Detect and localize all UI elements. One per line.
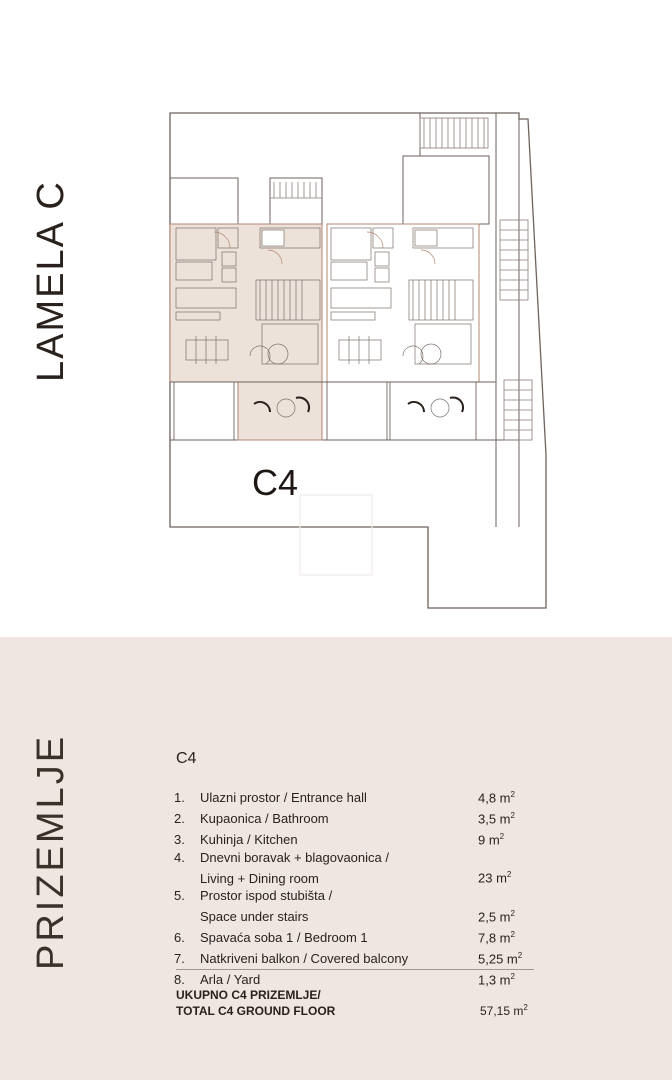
room-name: Natkriveni balkon / Covered balcony	[200, 951, 409, 967]
total-area: 57,15 m2	[480, 1003, 528, 1018]
floor-plan-section: LAMELA C C4	[30, 112, 547, 609]
room-number: 6.	[174, 930, 185, 946]
list-item: 3. Kuhinja / Kitchen 9 m2	[174, 828, 534, 849]
floor-label: PRIZEMLJE	[30, 733, 72, 970]
list-item: 5. Prostor ispod stubišta /	[174, 887, 534, 905]
room-name: Kupaonica / Bathroom	[200, 811, 329, 827]
list-item: 6. Spavaća soba 1 / Bedroom 1 7,8 m2	[174, 926, 534, 947]
room-number: 8.	[174, 971, 185, 987]
total-label: UKUPNO C4 PRIZEMLJE/ TOTAL C4 GROUND FLO…	[176, 987, 536, 1019]
list-item: 1. Ulazni prostor / Entrance hall 4,8 m2	[174, 786, 534, 807]
room-number: 1.	[174, 790, 185, 806]
room-name: Kuhinja / Kitchen	[200, 832, 298, 848]
room-area: 23 m2	[478, 870, 512, 886]
room-name: Ulazni prostor / Entrance hall	[200, 790, 367, 806]
list-item: 2. Kupaonica / Bathroom 3,5 m2	[174, 807, 534, 828]
room-name: Spavaća soba 1 / Bedroom 1	[200, 930, 368, 946]
list-item-continuation: Space under stairs 2,5 m2	[174, 905, 534, 926]
divider	[176, 969, 534, 970]
room-name: Arla / Yard	[200, 971, 261, 987]
room-number: 3.	[174, 832, 185, 848]
unit-tag: C4	[252, 462, 299, 503]
room-area: 7,8 m2	[478, 929, 515, 946]
room-name: Space under stairs	[200, 909, 309, 925]
room-area: 9 m2	[478, 831, 505, 848]
list-item-continuation: Living + Dining room 23 m2	[174, 866, 534, 887]
total-label-line2: TOTAL C4 GROUND FLOOR	[176, 1004, 336, 1018]
building-label: LAMELA C	[30, 180, 72, 382]
room-area: 2,5 m2	[478, 908, 515, 925]
room-number: 5.	[174, 888, 185, 904]
floor-plan-drawing	[169, 112, 547, 609]
room-list: 1. Ulazni prostor / Entrance hall 4,8 m2…	[174, 786, 534, 989]
room-number: 7.	[174, 951, 185, 967]
room-area: 4,8 m2	[478, 790, 515, 806]
unit-title: C4	[176, 750, 197, 767]
room-area: 1,3 m2	[478, 971, 515, 987]
room-area: 3,5 m2	[478, 810, 515, 827]
list-item: 7. Natkriveni balkon / Covered balcony 5…	[174, 947, 534, 968]
room-number: 4.	[174, 849, 185, 865]
list-item: 8. Arla / Yard 1,3 m2	[174, 968, 534, 989]
list-item: 4. Dnevni boravak + blagovaonica /	[174, 849, 534, 867]
room-number: 2.	[174, 811, 185, 827]
room-area: 5,25 m2	[478, 950, 523, 967]
room-name: Prostor ispod stubišta /	[200, 888, 333, 904]
room-name: Dnevni boravak + blagovaonica /	[200, 849, 389, 865]
room-schedule-section	[0, 637, 672, 1080]
room-name: Living + Dining room	[200, 870, 319, 886]
total-label-line1: UKUPNO C4 PRIZEMLJE/	[176, 988, 321, 1002]
